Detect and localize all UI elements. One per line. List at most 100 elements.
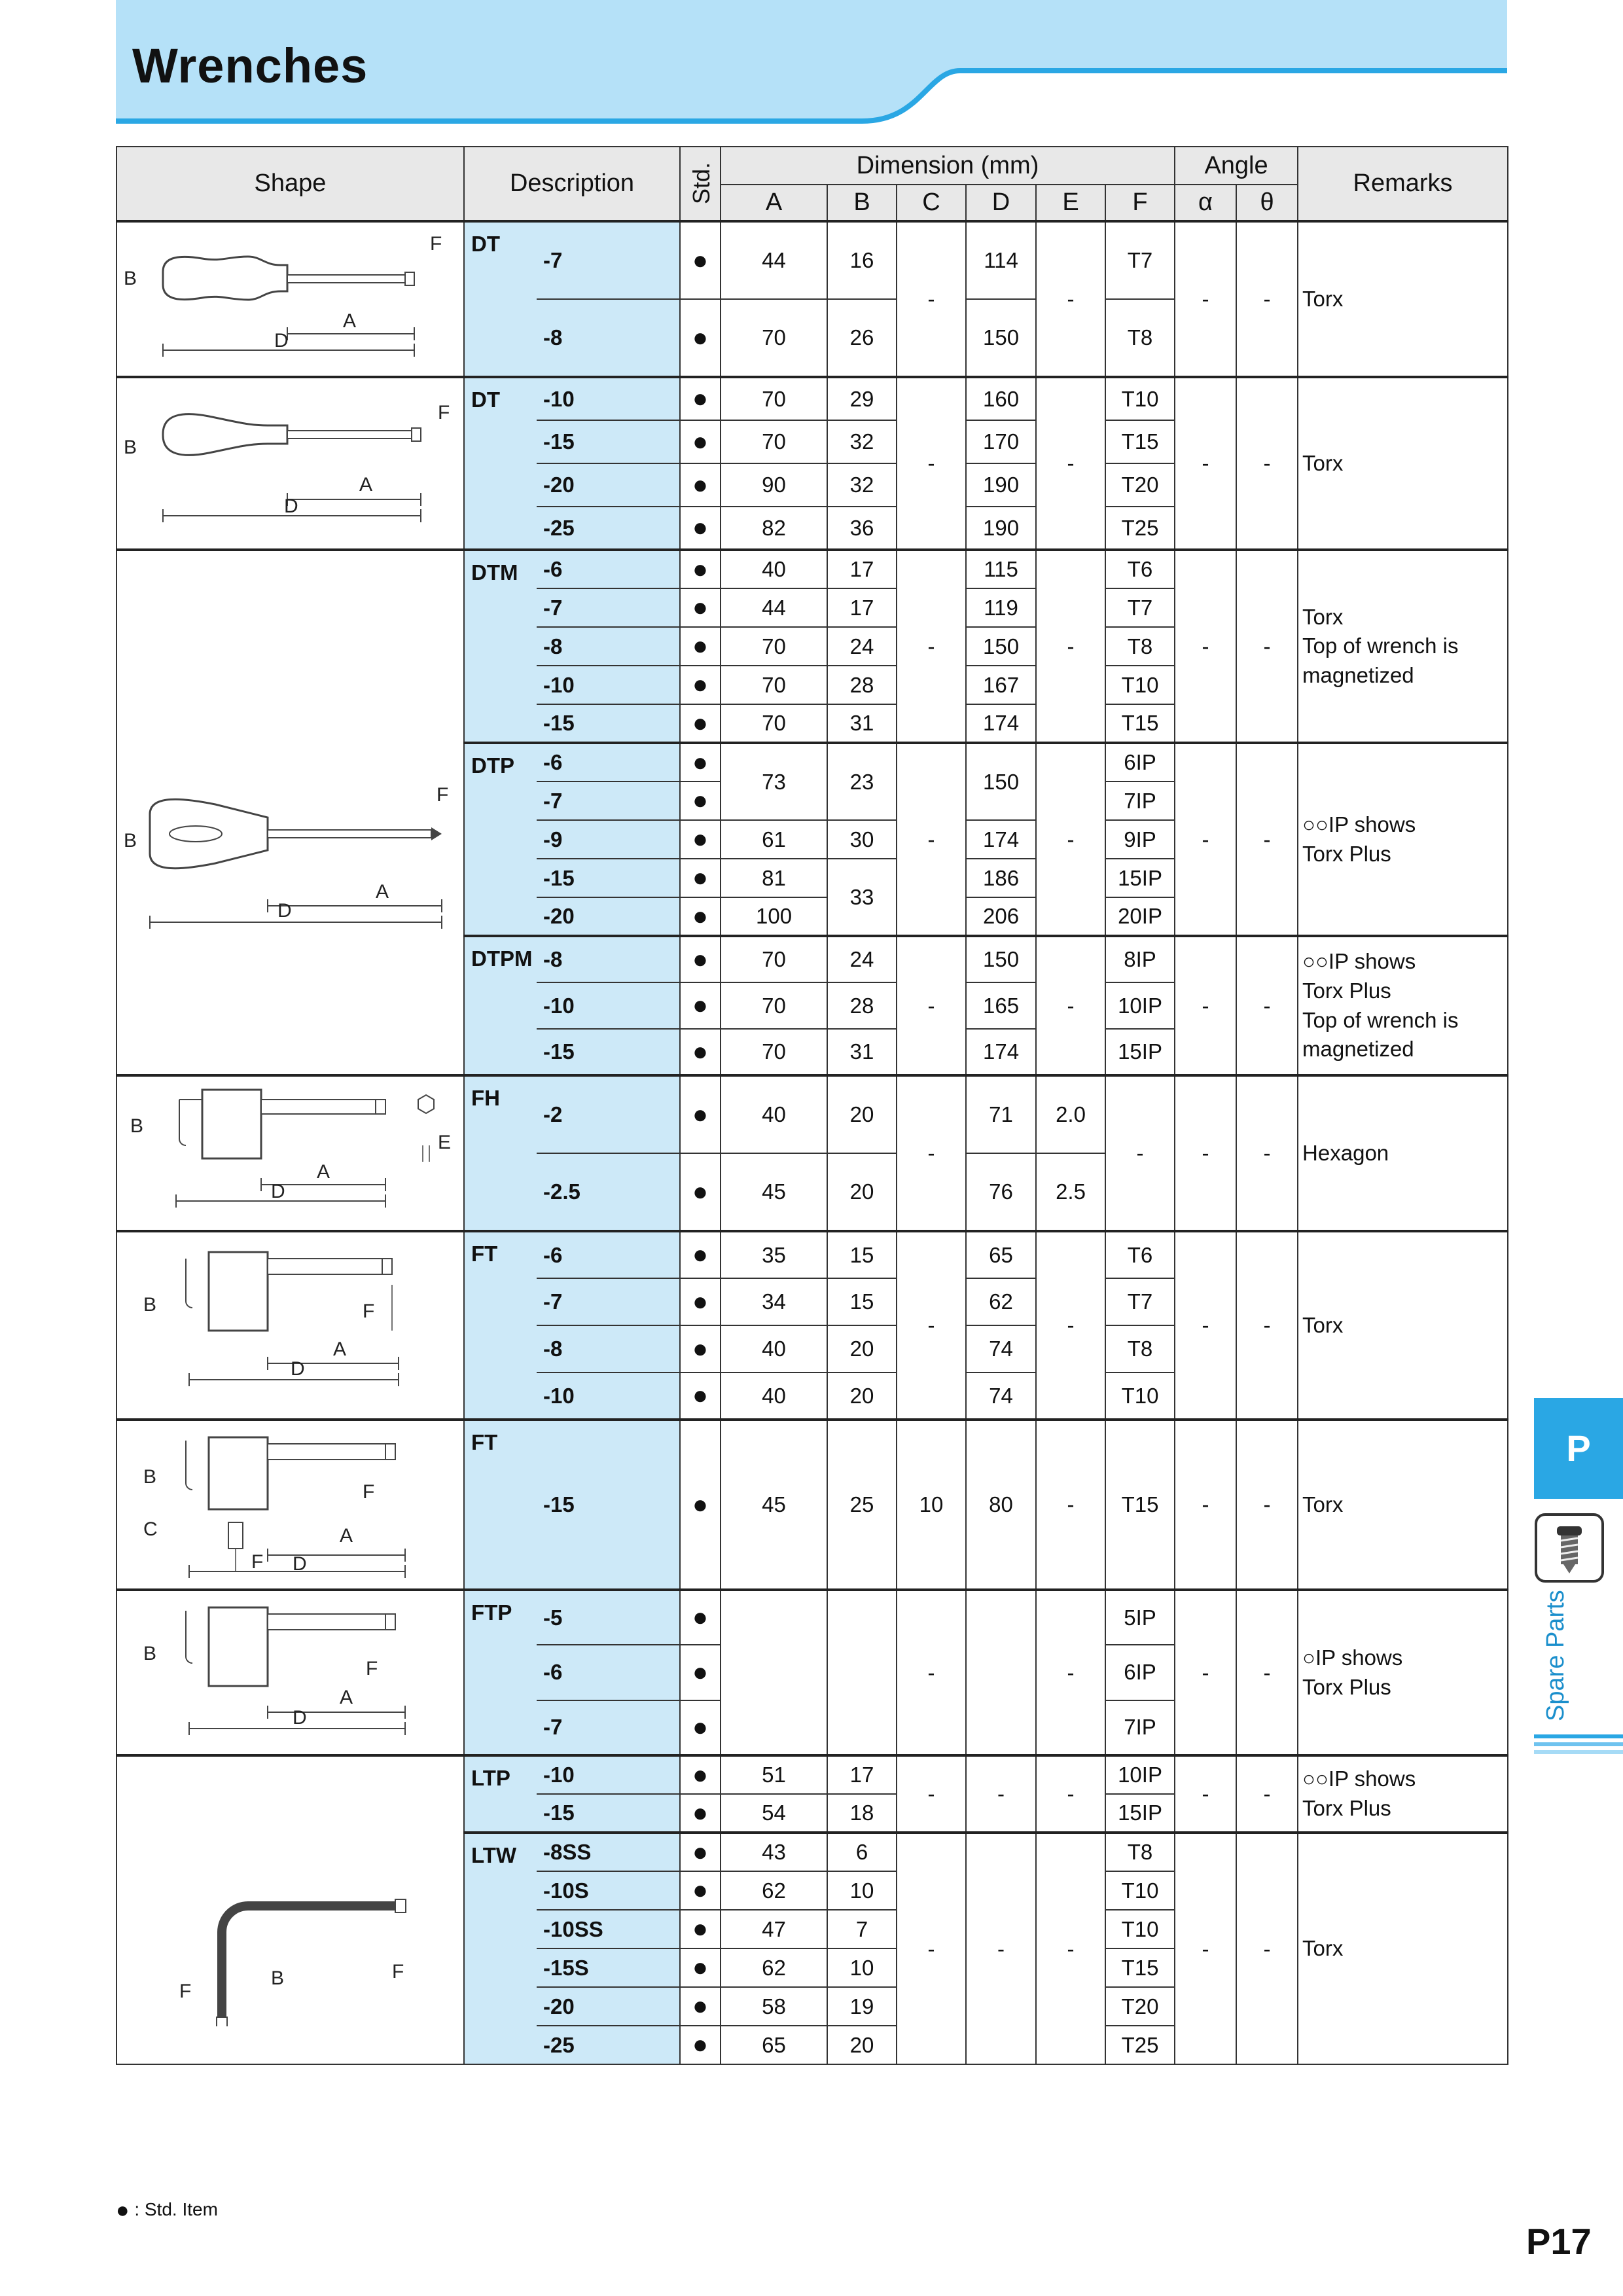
- svg-text:B: B: [124, 830, 137, 852]
- remarks-line: Torx Plus: [1302, 841, 1391, 866]
- header-dim-c: C: [896, 184, 967, 222]
- dim-a-cell: 70: [720, 704, 829, 744]
- svg-text:D: D: [277, 900, 292, 922]
- svg-text:A: A: [340, 1687, 353, 1708]
- dim-a-cell: 40: [720, 1074, 829, 1154]
- dim-e-cell: -: [1035, 1588, 1107, 1756]
- dim-a-cell: 43: [720, 1831, 829, 1872]
- std-mark: ●: [679, 420, 722, 464]
- std-mark: ●: [679, 1153, 722, 1232]
- dim-f-cell: T10: [1105, 1871, 1176, 1910]
- angle-th-cell: -: [1236, 935, 1299, 1076]
- model-code: -20: [537, 463, 681, 507]
- angle-th-cell: -: [1236, 742, 1299, 937]
- model-code: -7: [537, 781, 681, 821]
- header-dim-e: E: [1035, 184, 1107, 222]
- model-code: -15: [537, 1793, 681, 1833]
- svg-text:A: A: [333, 1338, 346, 1360]
- std-mark: ●: [679, 2025, 722, 2065]
- dim-b-cell: 28: [827, 982, 898, 1030]
- model-code: -8: [537, 935, 681, 983]
- svg-text:B: B: [130, 1115, 143, 1137]
- series-code: DTP: [463, 742, 537, 937]
- section-tab[interactable]: P: [1534, 1398, 1623, 1499]
- angle-al-cell: -: [1174, 1588, 1238, 1756]
- angle-al-cell: -: [1174, 1074, 1238, 1232]
- dim-f-cell: -: [1105, 1074, 1176, 1232]
- std-mark: ●: [679, 1948, 722, 1988]
- svg-text:A: A: [376, 881, 389, 903]
- std-mark: ●: [679, 781, 722, 821]
- svg-text:D: D: [293, 1707, 307, 1729]
- dim-d-cell: [965, 1588, 1037, 1756]
- std-mark: ●: [679, 742, 722, 782]
- model-code: -15S: [537, 1948, 681, 1988]
- dim-b-cell: 30: [827, 819, 898, 859]
- side-decoration: [1534, 1734, 1623, 1754]
- std-mark: ●: [679, 1754, 722, 1795]
- series-code: FTP: [463, 1588, 537, 1756]
- svg-text:D: D: [274, 330, 289, 351]
- angle-al-cell: -: [1174, 742, 1238, 937]
- dim-b-cell: 6: [827, 1831, 898, 1872]
- model-code: -2.5: [537, 1153, 681, 1232]
- dim-a-cell: 70: [720, 376, 829, 421]
- spec-table: Shape Description Std. Dimension (mm) An…: [116, 146, 1509, 2065]
- header-angle-alpha: α: [1174, 184, 1238, 222]
- dim-a-cell: 40: [720, 1325, 829, 1373]
- std-mark: ●: [679, 548, 722, 589]
- std-mark: ●: [679, 1028, 722, 1076]
- dim-f-cell: T10: [1105, 1909, 1176, 1949]
- svg-text:F: F: [363, 1300, 374, 1322]
- dim-f-cell: T7: [1105, 588, 1176, 628]
- dim-a-cell: 58: [720, 1986, 829, 2026]
- dim-f-cell: T20: [1105, 463, 1176, 507]
- remarks-line: Torx: [1302, 604, 1344, 629]
- model-code: -6: [537, 1230, 681, 1279]
- dim-c-cell: -: [896, 1831, 967, 2065]
- dim-a-cell: 34: [720, 1278, 829, 1326]
- dim-a-cell: 35: [720, 1230, 829, 1279]
- dim-b-cell: 7: [827, 1909, 898, 1949]
- dim-e-cell: 2.5: [1035, 1153, 1107, 1232]
- dim-f-cell: 15IP: [1105, 1793, 1176, 1833]
- remarks-cell: Torx: [1297, 220, 1509, 378]
- angle-th-cell: -: [1236, 1074, 1299, 1232]
- dim-b-cell: 31: [827, 1028, 898, 1076]
- header-dim-f: F: [1105, 184, 1176, 222]
- dim-f-cell: 20IP: [1105, 897, 1176, 937]
- std-mark: ●: [679, 819, 722, 859]
- page-number: P17: [1526, 2221, 1592, 2262]
- series-code: FH: [463, 1074, 537, 1232]
- dim-f-cell: 15IP: [1105, 1028, 1176, 1076]
- dim-d-cell: 150: [965, 298, 1037, 378]
- dim-a-cell: 40: [720, 1372, 829, 1420]
- dim-b-cell: 32: [827, 463, 898, 507]
- remarks-cell: Torx: [1297, 376, 1509, 550]
- std-mark: ●: [679, 1278, 722, 1326]
- dim-f-cell: T8: [1105, 1325, 1176, 1373]
- dim-a-cell: 70: [720, 935, 829, 983]
- std-mark: ●: [679, 1074, 722, 1154]
- dim-c-cell: -: [896, 220, 967, 378]
- std-mark: ●: [679, 1325, 722, 1373]
- dim-d-cell: 174: [965, 819, 1037, 859]
- dim-d-cell: 174: [965, 704, 1037, 744]
